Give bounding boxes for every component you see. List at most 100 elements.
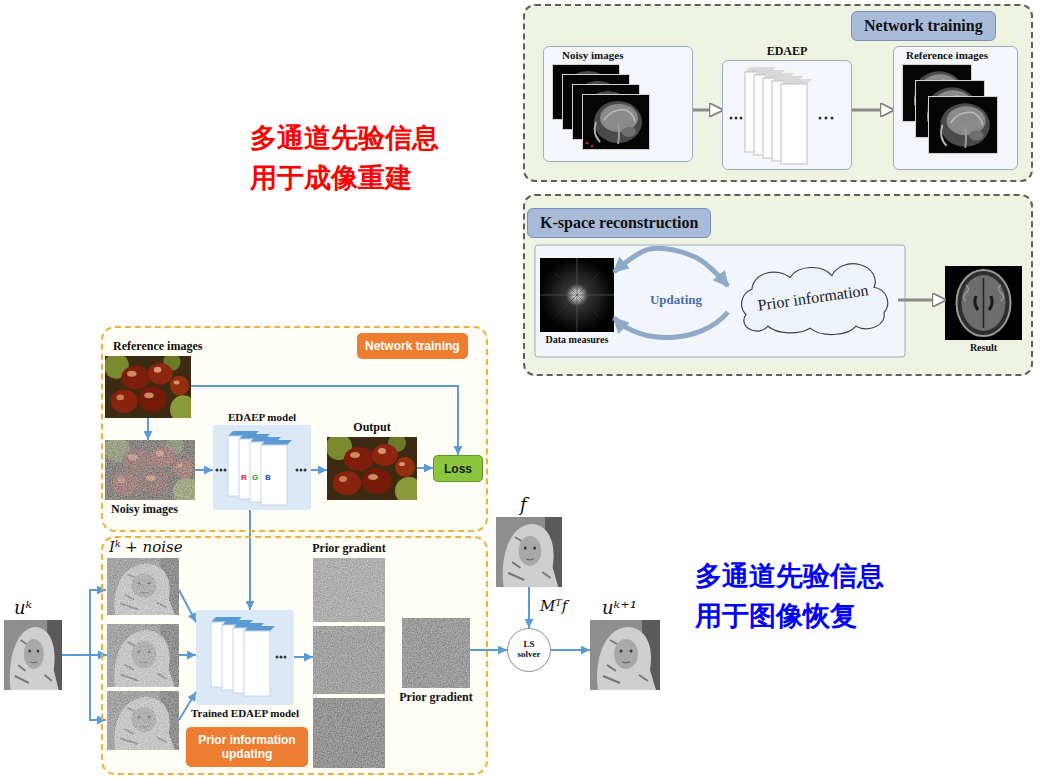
prior-cloud: Prior information [728, 262, 898, 334]
photo-image: Noisy images [105, 440, 195, 500]
image-caption: Noisy images [111, 502, 178, 517]
brain-image [957, 270, 1011, 336]
image-caption: Prior gradient [399, 690, 472, 705]
photo-image: uᵏ [4, 620, 62, 690]
connector [614, 248, 728, 286]
math-symbol: f [520, 494, 527, 515]
network-layer [819, 117, 822, 120]
network-panel: EDAEP [722, 60, 852, 170]
connector-group [62, 110, 945, 657]
reconstruction-panel: K-space reconstructionData measures Prior… [523, 194, 1033, 376]
image-caption: Reference images [906, 49, 988, 61]
panel-heading: K-space reconstruction [527, 208, 711, 238]
cycle-arrow [614, 312, 728, 338]
gradient-stack: Prior gradient [313, 558, 385, 768]
connector [179, 654, 196, 656]
reconstruction-panel [535, 245, 905, 357]
brain-image [945, 266, 1022, 340]
portrait-photo [496, 517, 562, 587]
solver-circle: LS solver [507, 628, 551, 672]
node-fill [213, 425, 311, 510]
panel-heading: Network training [357, 333, 468, 359]
cloud-outline [742, 264, 888, 335]
portrait-photo [107, 624, 179, 687]
gradient-map [313, 558, 385, 622]
mri-slice [929, 97, 998, 154]
connector [470, 649, 507, 651]
network-layer [740, 117, 743, 120]
network-layer [224, 469, 227, 472]
slide-note: 多通道先验信息 用于图像恢复 [695, 556, 895, 636]
portrait-photo [107, 691, 179, 750]
result-image: Result [945, 266, 1022, 340]
network-model: Trained EDAEP model [196, 610, 294, 705]
brain-image [975, 296, 992, 310]
node-fill [433, 455, 483, 482]
kspace-image [540, 258, 614, 332]
brain-image [945, 266, 1022, 340]
image-panel: Noisy images [543, 46, 693, 162]
network-layer [304, 469, 307, 472]
connector [852, 109, 893, 112]
channel-letter: G [252, 473, 258, 482]
network-layer [284, 656, 287, 659]
connector [311, 469, 327, 471]
kspace-image [555, 273, 599, 317]
panel-heading: Network training [851, 11, 996, 41]
image-caption: Prior gradient [312, 541, 385, 556]
node-fill [196, 610, 294, 705]
node-fill [507, 628, 551, 672]
node-fill [543, 46, 693, 162]
chestnut-photo [326, 434, 423, 505]
node-fill [101, 326, 488, 532]
network-layer [735, 117, 738, 120]
math-symbol: Iᵏ + noise [109, 538, 183, 556]
image-caption: Result [970, 342, 997, 353]
mri-slice [586, 142, 589, 145]
solver-label: LS solver [512, 640, 546, 660]
channel-letter: B [265, 473, 271, 482]
chestnut-photo [104, 353, 423, 505]
network-layer [211, 431, 307, 696]
network-layer [216, 469, 219, 472]
connector [191, 386, 458, 455]
branch-arrow [179, 590, 196, 622]
photo-image: Output [327, 437, 417, 500]
kspace-image: Data measures [540, 258, 614, 332]
image-stack: Iᵏ + noise [107, 558, 179, 750]
network-layer [781, 79, 812, 84]
node-fill [101, 4, 1033, 775]
network-layer [244, 626, 275, 631]
math-symbol: uᵏ⁺¹ [602, 597, 637, 618]
node-fill [523, 194, 1033, 376]
chestnut-photo [104, 437, 201, 505]
network-layer [220, 469, 223, 472]
training-panel: Network trainingReference imagesNoisy im… [101, 326, 488, 532]
chestnut-photo [104, 353, 197, 423]
connector [528, 587, 530, 628]
image-caption: Output [353, 420, 390, 435]
image-panel: Reference images [893, 46, 1018, 170]
portrait-photo [4, 620, 62, 690]
network-layer [261, 445, 287, 505]
kspace-image [555, 273, 599, 317]
connector [294, 656, 313, 658]
kspace-image [540, 258, 614, 332]
brain-image [983, 278, 985, 328]
network-layer [730, 117, 733, 120]
network-name: Trained EDAEP model [191, 707, 299, 719]
node-fill [722, 60, 852, 170]
connector [551, 649, 590, 651]
network-layer [730, 67, 834, 164]
connector-label: Mᵀf [538, 597, 569, 615]
branch-arrow [90, 590, 106, 655]
network-name: EDAEP [767, 44, 808, 59]
network-layer [276, 656, 279, 659]
gradient-map [313, 698, 385, 768]
training-panel: Network trainingNoisy images EDAEP Referen… [523, 4, 1033, 182]
gradient-image: Prior gradient [402, 618, 470, 688]
network-layer [831, 117, 834, 120]
